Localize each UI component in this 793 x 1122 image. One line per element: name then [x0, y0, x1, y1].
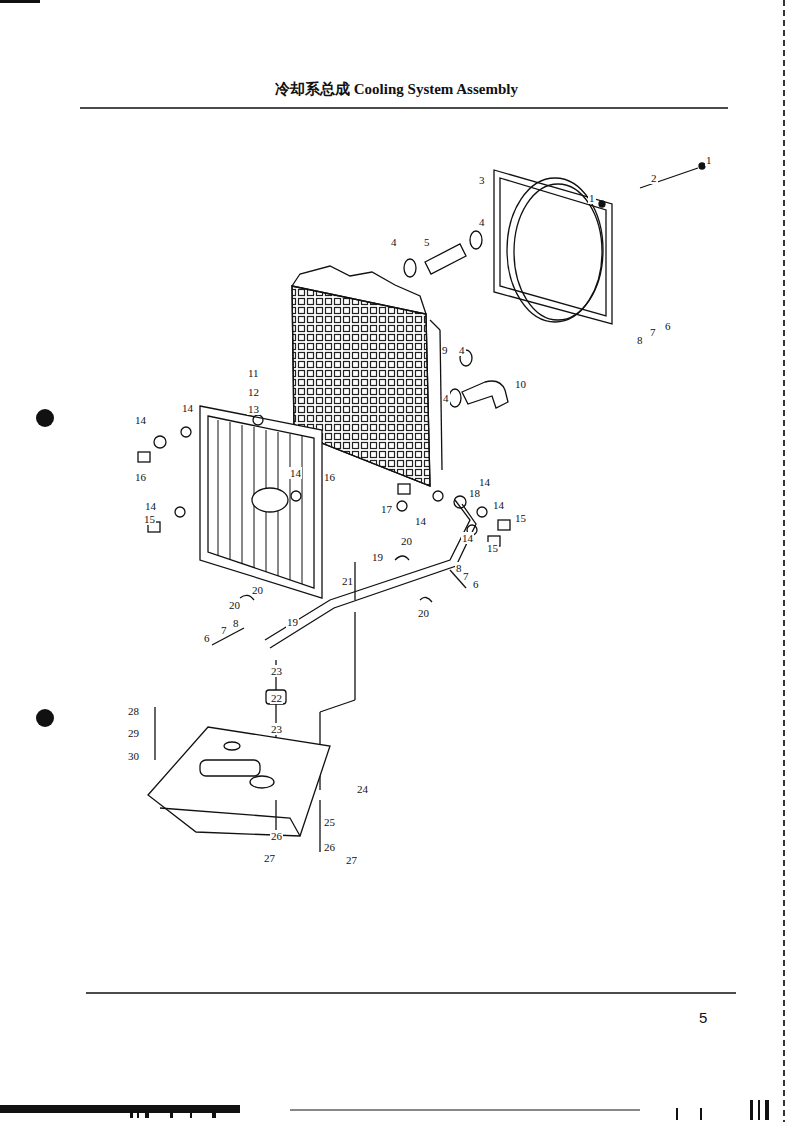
callout-number: 20 [251, 584, 264, 596]
callout-number: 27 [345, 854, 358, 866]
page-number: 5 [698, 1010, 708, 1026]
callout-number: 4 [478, 216, 486, 228]
callout-number: 13 [247, 403, 260, 415]
callout-number: 14 [492, 499, 505, 511]
callout-number: 19 [286, 616, 299, 628]
callout-number: 14 [181, 402, 194, 414]
callout-number: 26 [323, 841, 336, 853]
callout-number: 4 [458, 344, 466, 356]
callout-number: 9 [441, 344, 449, 356]
callout-number: 6 [472, 578, 480, 590]
callout-number: 8 [232, 617, 240, 629]
callout-number: 20 [228, 599, 241, 611]
callout-number: 3 [478, 174, 486, 186]
callout-number: 23 [270, 665, 283, 677]
callout-number: 1 [588, 192, 596, 204]
callout-number: 16 [134, 471, 147, 483]
callout-number: 7 [220, 624, 228, 636]
callout-number: 28 [127, 705, 140, 717]
callout-number: 7 [462, 570, 470, 582]
callout-number: 11 [247, 367, 260, 379]
callout-number: 5 [423, 236, 431, 248]
callout-number: 20 [400, 535, 413, 547]
page-title: 冷却系总成 Cooling System Assembly [0, 80, 793, 99]
callout-number: 29 [127, 727, 140, 739]
callout-number: 15 [143, 513, 156, 525]
callout-number: 12 [247, 386, 260, 398]
callout-number: 14 [134, 414, 147, 426]
callout-number: 14 [144, 500, 157, 512]
callout-number: 27 [263, 852, 276, 864]
callout-number: 2 [650, 172, 658, 184]
callout-number: 14 [414, 515, 427, 527]
callout-number: 20 [417, 607, 430, 619]
callout-number: 30 [127, 750, 140, 762]
callout-number: 25 [323, 816, 336, 828]
callout-number: 14 [289, 467, 302, 479]
callout-number: 26 [270, 830, 283, 842]
callout-number: 24 [356, 783, 369, 795]
callout-number: 17 [380, 503, 393, 515]
callout-number: 6 [664, 320, 672, 332]
callout-number: 22 [270, 692, 283, 704]
callout-number: 10 [514, 378, 527, 390]
callout-number: 4 [442, 392, 450, 404]
callout-number: 1 [705, 154, 713, 166]
callout-number: 8 [636, 334, 644, 346]
callout-number: 21 [341, 575, 354, 587]
callout-number: 23 [270, 723, 283, 735]
callout-number: 15 [514, 512, 527, 524]
callout-number: 7 [649, 326, 657, 338]
callout-number: 4 [390, 236, 398, 248]
callout-number: 15 [486, 542, 499, 554]
callout-number: 6 [203, 632, 211, 644]
callout-number: 19 [371, 551, 384, 563]
callout-number: 16 [323, 471, 336, 483]
callout-number: 14 [461, 532, 474, 544]
callout-number: 18 [468, 487, 481, 499]
